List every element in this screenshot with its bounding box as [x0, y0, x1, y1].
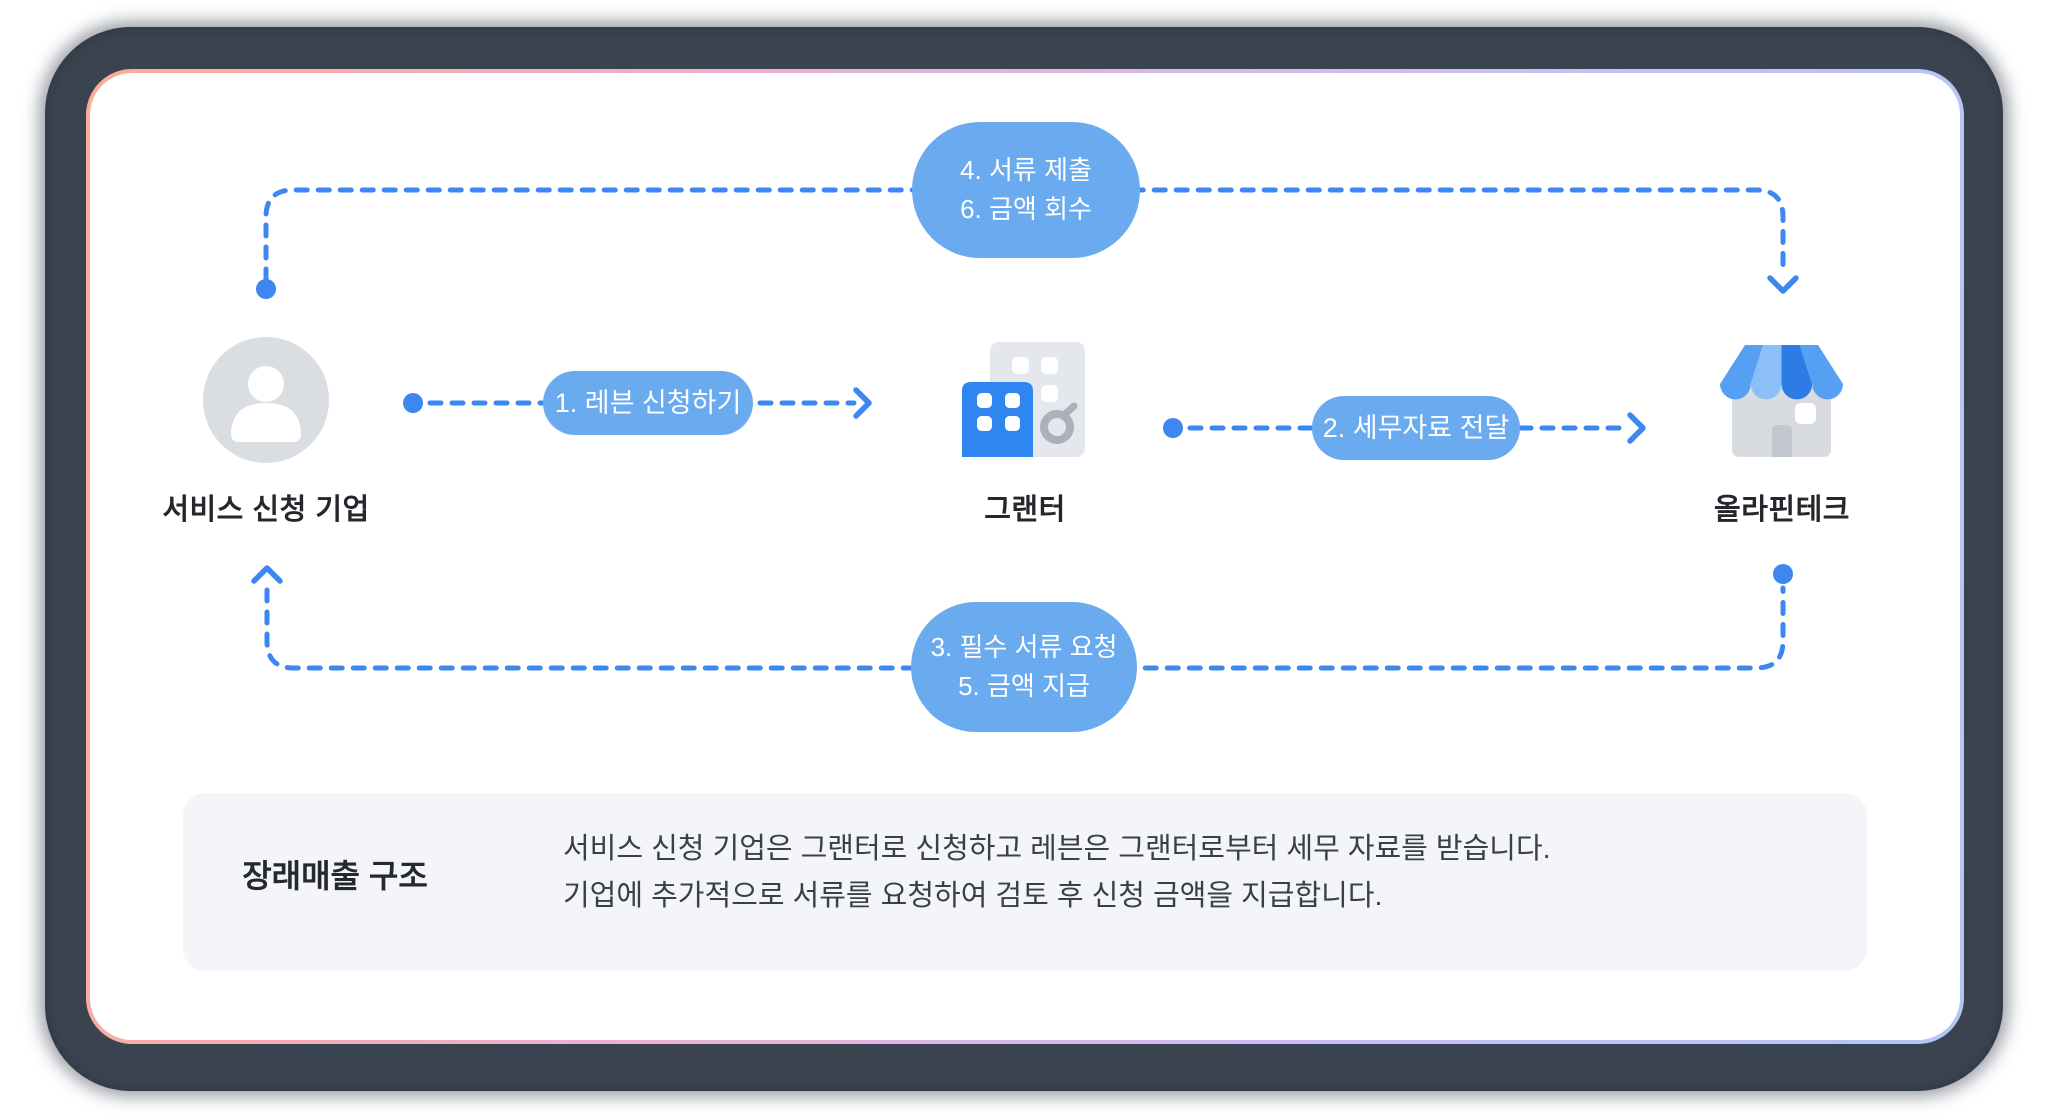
- step-label: 1. 레븐 신청하기: [554, 388, 742, 418]
- summary-description: 서비스 신청 기업은 그랜터로 신청하고 레븐은 그랜터로부터 세무 자료를 받…: [563, 826, 1743, 920]
- step-label: 5. 금액 지급: [958, 671, 1090, 701]
- step-label: 6. 금액 회수: [960, 194, 1092, 224]
- step-label: 3. 필수 서류 요청: [930, 632, 1118, 662]
- step-pill-mid-left: 1. 레븐 신청하기: [543, 371, 753, 435]
- person-icon: [203, 337, 329, 463]
- summary-panel: [183, 793, 1867, 971]
- store-icon: [1720, 345, 1843, 457]
- summary-line-1: 서비스 신청 기업은 그랜터로 신청하고 레븐은 그랜터로부터 세무 자료를 받…: [563, 833, 1551, 865]
- step-label: 4. 서류 제출: [960, 155, 1092, 185]
- step-label: 2. 세무자료 전달: [1322, 413, 1510, 443]
- entity-label-granter: 그랜터: [984, 494, 1066, 526]
- summary-title: 장래매출 구조: [242, 858, 428, 894]
- step-pill-mid-right: 2. 세무자료 전달: [1312, 396, 1520, 460]
- step-pill-top: 4. 서류 제출 6. 금액 회수: [912, 122, 1140, 258]
- step-pill-bottom: 3. 필수 서류 요청 5. 금액 지급: [911, 602, 1137, 732]
- entity-label-ollafintech: 올라핀테크: [1714, 494, 1850, 526]
- summary-line-2: 기업에 추가적으로 서류를 요청하여 검토 후 신청 금액을 지급합니다.: [563, 880, 1383, 912]
- entity-label-company: 서비스 신청 기업: [162, 494, 370, 526]
- building-icon: [962, 342, 1085, 457]
